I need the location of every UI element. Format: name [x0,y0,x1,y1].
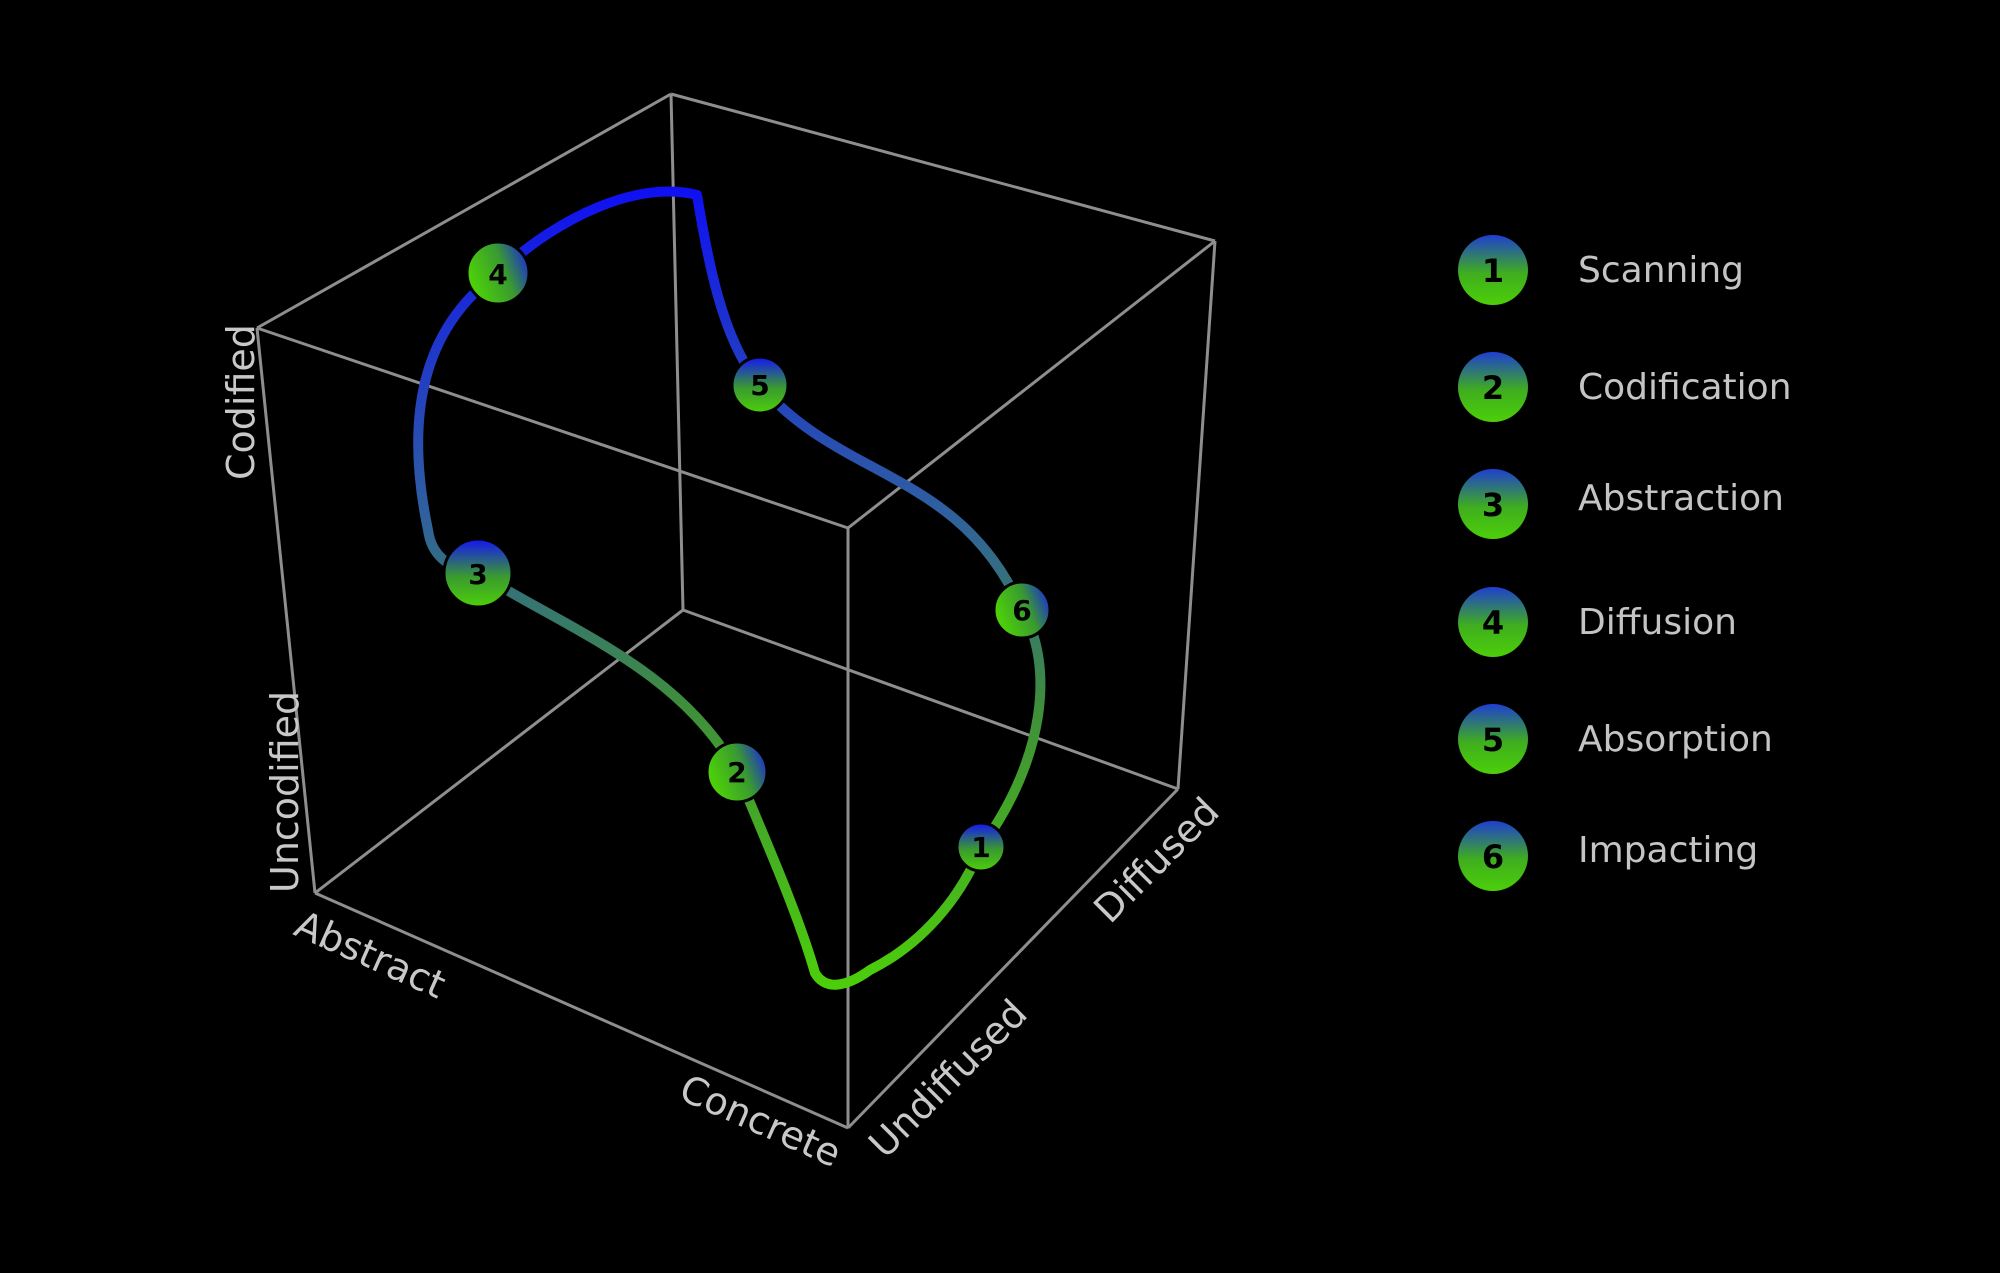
cube-edge [682,608,1179,791]
legend-label: Diffusion [1578,602,1737,643]
cube-edge [670,92,1216,243]
legend-label: Abstraction [1578,478,1784,519]
cube-edge [1176,240,1217,790]
axis-label-undiffused: Undiffused [860,991,1035,1166]
node-number: 4 [488,258,507,291]
node-number: 2 [727,756,746,789]
axis-label-uncodified: Uncodified [263,691,307,893]
axis-label-codified: Codified [219,324,263,480]
legend-ball [1458,821,1528,891]
cube-edge [314,608,684,895]
node-number: 5 [750,369,769,402]
legend-item-diffusion: 4 Diffusion [1458,587,1737,657]
cube-edge [256,92,672,330]
legend-ball [1458,587,1528,657]
node-1: 1 [955,821,1007,873]
legend-number: 4 [1482,604,1504,642]
legend-item-impacting: 6 Impacting [1458,821,1758,891]
legend-number: 6 [1482,838,1504,876]
legend-item-absorption: 5 Absorption [1458,704,1773,774]
cube-edge [669,93,685,611]
node-6: 6 [992,580,1052,640]
legend-item-scanning: 1 Scanning [1458,235,1744,305]
legend: 1 Scanning 2 Codification 3 Abstraction … [1458,235,1792,891]
legend-label: Codification [1578,367,1792,408]
legend-number: 1 [1482,252,1504,290]
cube-edge [846,787,1180,1130]
legend-item-abstraction: 3 Abstraction [1458,469,1784,539]
legend-label: Impacting [1578,830,1758,871]
node-number: 1 [971,831,990,864]
node-number: 6 [1012,594,1031,627]
legend-number: 2 [1482,369,1504,407]
legend-number: 3 [1482,486,1504,524]
legend-number: 5 [1482,721,1504,759]
node-2: 2 [705,740,769,804]
cube-edge [847,239,1216,530]
cycle-nodes: 1 2 3 4 5 6 [442,240,1052,873]
legend-ball [1458,352,1528,422]
legend-label: Scanning [1578,250,1744,291]
legend-label: Absorption [1578,719,1773,760]
node-4: 4 [465,240,531,306]
legend-ball [1458,235,1528,305]
legend-item-codification: 2 Codification [1458,352,1792,422]
cube-edge [255,327,317,894]
legend-ball [1458,704,1528,774]
node-3: 3 [442,537,514,609]
cycle-curve [413,186,1046,990]
cube-edge [314,891,849,1130]
node-number: 3 [468,558,487,591]
legend-ball [1458,469,1528,539]
cube-wireframe [255,92,1217,1130]
axis-label-concrete: Concrete [673,1066,847,1176]
cube-edge [256,326,849,530]
node-5: 5 [730,355,790,415]
